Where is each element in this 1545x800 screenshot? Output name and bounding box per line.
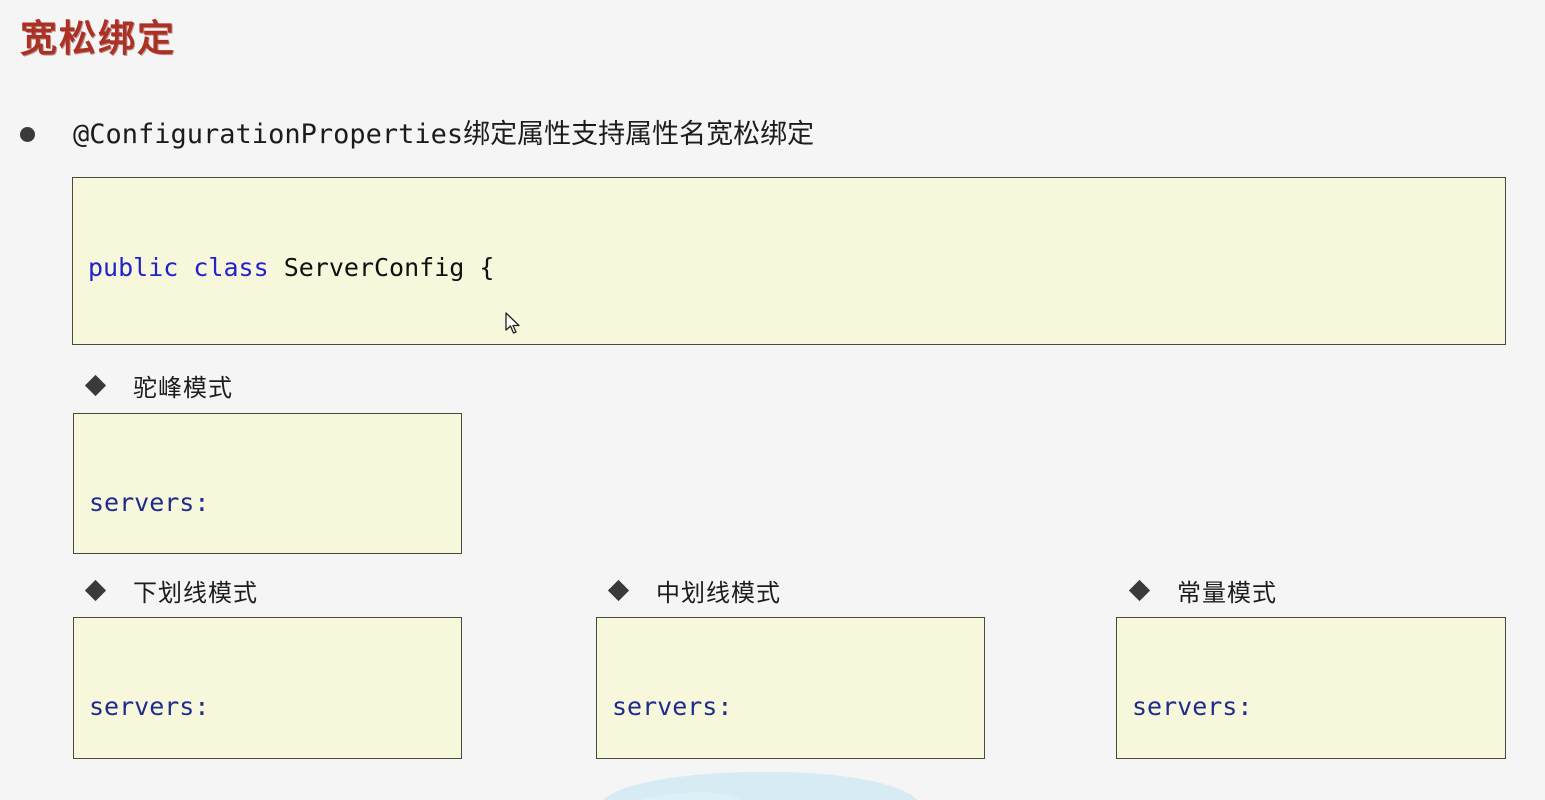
- yaml-root: servers:: [89, 691, 461, 722]
- sub-heading-dash: 中划线模式: [607, 573, 781, 608]
- space: [269, 253, 284, 282]
- diamond-bullet-icon: [84, 374, 107, 397]
- diamond-bullet-icon: [607, 579, 630, 602]
- keyword-class: class: [193, 253, 269, 282]
- yaml-root: servers:: [1132, 691, 1505, 722]
- sub-heading-camel: 驼峰模式: [84, 368, 233, 403]
- sub-heading-label: 常量模式: [1177, 580, 1277, 607]
- sub-heading-constant: 常量模式: [1128, 573, 1277, 608]
- yaml-root: servers:: [612, 691, 984, 722]
- yaml-root-key: servers:: [89, 692, 210, 721]
- watermark-shape: [600, 772, 920, 800]
- yaml-block-camel: servers: ipAddress: 192.168.1.1 port: 23…: [73, 413, 462, 554]
- diamond-bullet-icon: [84, 579, 107, 602]
- java-code-block: public class ServerConfig { private Stri…: [72, 177, 1506, 345]
- filled-circle-bullet-icon: [20, 127, 35, 143]
- code-line-1: public class ServerConfig {: [88, 252, 1505, 283]
- page-title: 宽松绑定: [20, 18, 176, 59]
- yaml-block-dash: servers: ip-address: 192.168.1.3 port: 2…: [596, 617, 985, 759]
- diamond-bullet-icon: [1128, 579, 1151, 602]
- class-name: ServerConfig: [283, 253, 465, 282]
- yaml-block-underscore: servers: ip_address: 192.168.1.2 port: 2…: [73, 617, 462, 759]
- bullet-text: @ConfigurationProperties绑定属性支持属性名宽松绑定: [73, 119, 815, 150]
- space: [464, 253, 479, 282]
- sub-heading-underscore: 下划线模式: [84, 573, 258, 608]
- open-brace: {: [479, 253, 495, 282]
- yaml-root-key: servers:: [89, 488, 210, 517]
- bullet-row: @ConfigurationProperties绑定属性支持属性名宽松绑定: [20, 118, 814, 152]
- yaml-block-constant: servers: IP_ADDRESS: 192.168.1.4 port: 2…: [1116, 617, 1506, 759]
- sub-heading-label: 驼峰模式: [133, 375, 233, 402]
- sub-heading-label: 下划线模式: [133, 580, 258, 607]
- watermark-shape-secondary: [615, 792, 755, 800]
- yaml-root-key: servers:: [1132, 692, 1253, 721]
- yaml-root: servers:: [89, 487, 461, 518]
- yaml-root-key: servers:: [612, 692, 733, 721]
- space: [178, 253, 193, 282]
- sub-heading-label: 中划线模式: [656, 580, 781, 607]
- keyword-public: public: [88, 253, 179, 282]
